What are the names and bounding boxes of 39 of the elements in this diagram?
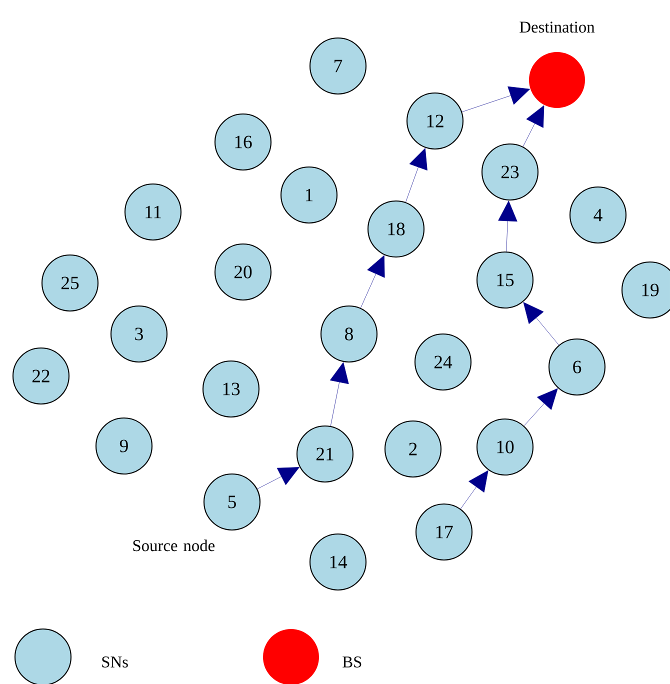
arrow <box>523 302 559 346</box>
legend-label: SNs <box>102 656 128 668</box>
sensor-node: 22 <box>12 347 70 405</box>
sensor-node: 3 <box>110 305 168 363</box>
sensor-node: 8 <box>320 305 378 363</box>
sensor-node: 4 <box>569 186 627 244</box>
sensor-node: 17 <box>415 503 473 561</box>
sensor-node: 12 <box>406 92 464 150</box>
sensor-node: 21 <box>296 425 354 483</box>
arrow <box>360 255 385 308</box>
sensor-node: 16 <box>214 113 272 171</box>
sensor-node: 18 <box>367 200 425 258</box>
sensor-node: 23 <box>481 143 539 201</box>
arrow <box>257 467 300 490</box>
arrow <box>462 86 530 112</box>
node-label: Destination <box>520 22 595 33</box>
arrow <box>524 388 558 426</box>
sensor-node: 19 <box>621 261 670 319</box>
sensor-node: 10 <box>476 418 534 476</box>
sensor-node: 1 <box>280 166 338 224</box>
arrow <box>522 105 544 147</box>
arrow <box>330 362 349 426</box>
sensor-node: 14 <box>309 533 367 591</box>
sensor-node: 7 <box>309 37 367 95</box>
sensor-node: 11 <box>124 183 182 241</box>
node-caption: Source node <box>133 540 215 552</box>
sensor-node: 15 <box>476 251 534 309</box>
sensor-node: 6 <box>548 338 606 396</box>
sensor-node: 20 <box>214 243 272 301</box>
arrow <box>498 200 518 252</box>
sensor-node: 25 <box>41 254 99 312</box>
sensor-node: 9 <box>95 417 153 475</box>
sensor-node: 13 <box>202 360 260 418</box>
sensor-node: 2 <box>384 420 442 478</box>
arrow <box>406 148 428 202</box>
sensor-node: 24 <box>414 333 472 391</box>
sensor-node: 5 <box>203 473 261 531</box>
arrow <box>460 470 488 509</box>
legend-label: BS <box>342 656 362 668</box>
